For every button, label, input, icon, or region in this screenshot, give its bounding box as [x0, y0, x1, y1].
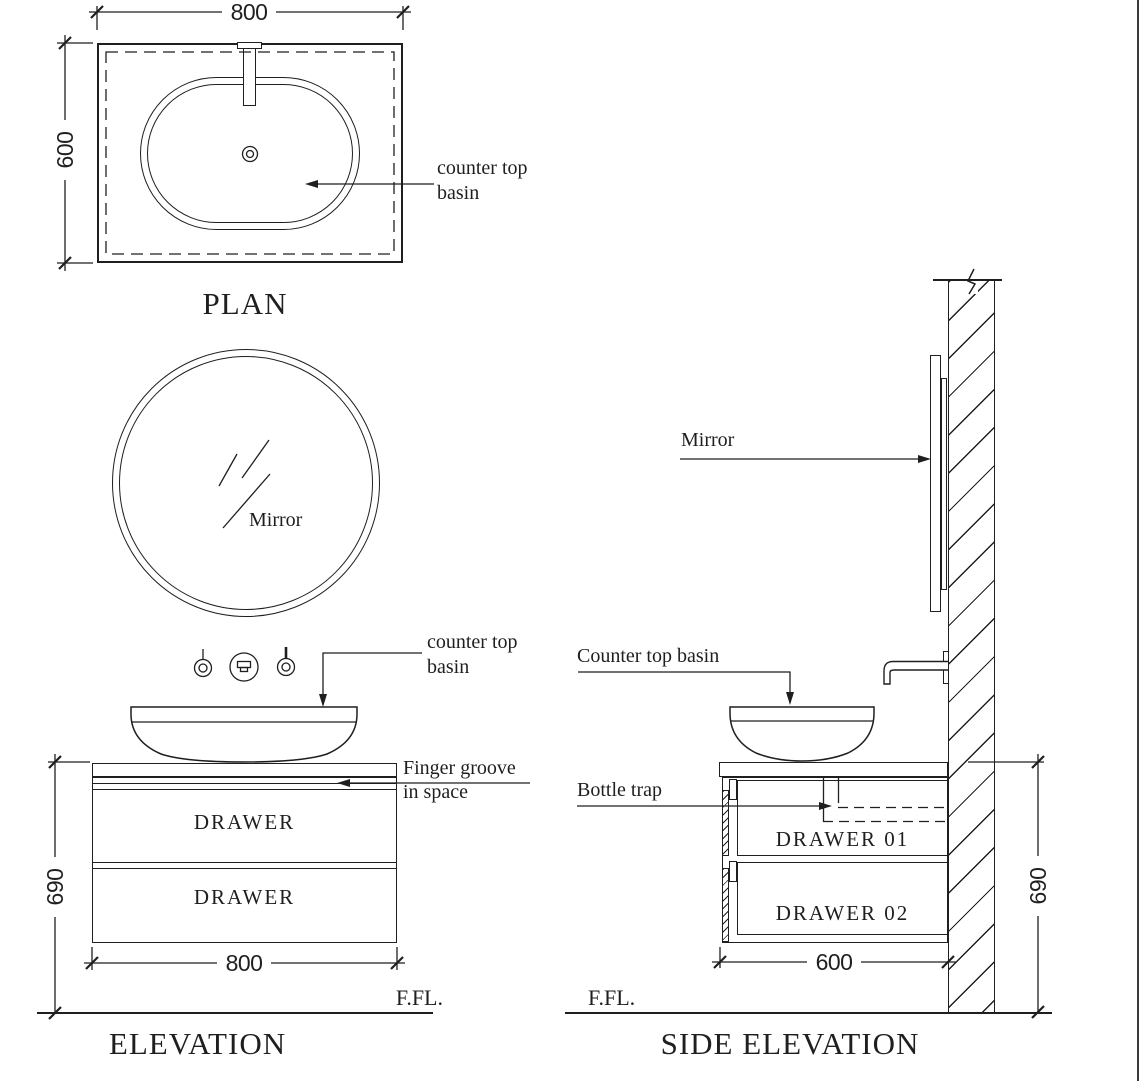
side-basin-label: Counter top basin [577, 645, 720, 667]
wall-top-edge [933, 279, 1002, 281]
elev-drawer-divider-line-1 [92, 862, 397, 864]
elev-drawer1-label: DRAWER [193, 810, 296, 834]
side-drawer01-label: DRAWER 01 [775, 827, 910, 851]
bottle-trap-pipe-solid [822, 778, 840, 822]
side-mirror [930, 355, 941, 612]
side-mirror-bracket [941, 378, 947, 590]
side-drawer02-groove-notch [729, 861, 737, 882]
plan-width-dim: 800 [222, 0, 276, 25]
elev-spout-symbol [229, 652, 259, 682]
side-drawer02-label: DRAWER 02 [775, 901, 910, 925]
bottle-trap-label: Bottle trap [577, 779, 662, 801]
elev-counter-slab [92, 763, 397, 777]
side-drawer01-box [737, 780, 948, 856]
drawing-right-border [1137, 0, 1139, 1081]
side-mirror-label: Mirror [681, 429, 735, 451]
plan-title: PLAN [202, 286, 288, 321]
mirror-glass-slashes [218, 439, 271, 529]
wall-section-hatched [948, 281, 995, 1013]
elev-finger-groove-line-1 [92, 783, 397, 785]
side-floor-line [565, 1012, 1052, 1014]
finger-groove-label-line2: in space [403, 781, 468, 803]
elev-basin-bowl [130, 706, 358, 763]
side-basin-bowl [729, 706, 875, 762]
elev-finger-groove-line-2 [92, 789, 397, 791]
side-basin-arrow [786, 692, 794, 705]
elevation-title: ELEVATION [108, 1026, 287, 1061]
side-height-dim: 690 [1025, 856, 1051, 916]
plan-dashed-inset [105, 51, 395, 255]
side-basin-leader [578, 671, 791, 696]
elev-handle-left [193, 658, 213, 678]
plan-drain-inner [245, 149, 255, 159]
elev-drawer-divider-line-2 [92, 868, 397, 870]
plan-depth-dim: 600 [52, 120, 78, 180]
bottle-trap-pipe-dashed [823, 793, 946, 823]
finger-groove-label-line1: Finger groove [403, 757, 516, 779]
elev-drawer2-label: DRAWER [193, 885, 296, 909]
side-depth-dim: 600 [807, 949, 861, 975]
elev-handle-right [276, 657, 296, 677]
elev-basin-leader [322, 652, 422, 698]
elev-floor-line [37, 1012, 433, 1014]
elev-height-dim: 690 [42, 857, 68, 917]
side-mirror-arrow [918, 455, 931, 463]
side-drawer01-groove-notch [729, 779, 737, 800]
side-floor-label: F.FL. [588, 985, 636, 1010]
side-drawer02-box [737, 862, 948, 935]
mirror-circle-outer [112, 349, 380, 617]
elev-cabinet-box [92, 777, 397, 943]
side-counter-slab [719, 762, 948, 777]
plan-drain-outer [241, 145, 259, 163]
side-drawer01-front-section [722, 790, 729, 856]
side-faucet-spout [883, 660, 948, 685]
mirror-circle-inner [119, 356, 373, 610]
elev-basin-arrow [319, 694, 327, 707]
side-cabinet-box [722, 777, 948, 943]
finger-groove-arrow [337, 779, 350, 787]
elev-floor-label: F.FL. [395, 985, 443, 1010]
elev-width-dim: 800 [217, 950, 271, 976]
plan-faucet-flange [237, 42, 262, 49]
bottle-trap-arrow [819, 802, 832, 810]
wall-break-zigzag [966, 268, 977, 295]
extension-lines [48, 6, 1044, 970]
plan-basin-arrow [305, 180, 318, 188]
mirror-label: Mirror [249, 509, 303, 531]
dimension-ticks [48, 5, 1045, 1020]
side-drawer02-front-section [722, 868, 729, 942]
dimension-lines [54, 11, 1039, 1013]
side-elevation-title: SIDE ELEVATION [660, 1026, 920, 1061]
